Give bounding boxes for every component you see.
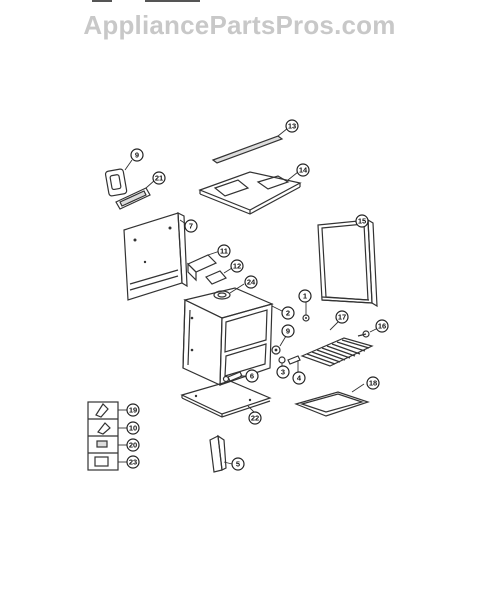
svg-text:23: 23 (129, 458, 137, 467)
callout-19: 19 (126, 403, 140, 417)
part-22-bottom-panel (180, 380, 272, 418)
svg-text:13: 13 (288, 122, 296, 131)
callout-14: 14 (296, 163, 310, 177)
callout-2: 2 (281, 306, 295, 320)
svg-text:18: 18 (369, 379, 377, 388)
part-17-rack (300, 337, 374, 367)
small-parts-box (87, 401, 119, 471)
top-rule-right (145, 0, 200, 2)
svg-text:7: 7 (189, 222, 193, 231)
callout-15: 15 (355, 214, 369, 228)
callout-9: 9 (130, 148, 144, 162)
part-12-bracket (205, 270, 227, 285)
part-21-bracket (115, 187, 151, 210)
callout-18: 18 (366, 376, 380, 390)
part-1-screw (302, 314, 310, 322)
svg-text:16: 16 (378, 322, 386, 331)
callout-13: 13 (285, 119, 299, 133)
callout-12: 12 (230, 259, 244, 273)
callout-16: 16 (375, 319, 389, 333)
callout-17: 17 (335, 310, 349, 324)
callout-20: 20 (126, 438, 140, 452)
svg-text:22: 22 (251, 414, 259, 423)
callout-23: 23 (126, 455, 140, 469)
callout-22: 22 (248, 411, 262, 425)
svg-text:11: 11 (220, 247, 228, 256)
callout-3: 3 (276, 365, 290, 379)
part-9-knob (271, 345, 281, 355)
callout-5: 5 (231, 457, 245, 471)
part-13-trim-strip (211, 135, 284, 164)
part-5-leg (209, 434, 227, 473)
part-3-spacer (278, 356, 286, 364)
main-cabinet (182, 287, 274, 386)
svg-text:10: 10 (129, 424, 137, 433)
svg-text:6: 6 (250, 372, 254, 381)
svg-text:9: 9 (286, 327, 290, 336)
svg-text:1: 1 (303, 292, 307, 301)
callout-6: 6 (245, 369, 259, 383)
svg-text:2: 2 (286, 309, 290, 318)
svg-text:15: 15 (358, 217, 366, 226)
svg-text:20: 20 (129, 441, 137, 450)
svg-text:24: 24 (247, 278, 256, 287)
svg-text:3: 3 (281, 368, 285, 377)
svg-text:21: 21 (155, 174, 163, 183)
part-15-panel (317, 218, 378, 308)
callout-7: 7 (184, 219, 198, 233)
part-4-screw (287, 355, 301, 365)
svg-text:12: 12 (233, 262, 241, 271)
part-9-handle (104, 168, 128, 197)
svg-text:9: 9 (135, 151, 139, 160)
callout-9b: 9 (281, 324, 295, 338)
svg-text:19: 19 (129, 406, 137, 415)
watermark-text: AppliancePartsPros.com (83, 10, 396, 40)
part-11-vent (186, 254, 218, 282)
svg-text:14: 14 (299, 166, 308, 175)
svg-text:4: 4 (297, 374, 302, 383)
top-rule-left (92, 0, 112, 2)
part-18-pan (294, 391, 370, 417)
part-16-clip (357, 330, 370, 338)
callout-24: 24 (244, 275, 258, 289)
callout-10: 10 (126, 421, 140, 435)
callout-11: 11 (217, 244, 231, 258)
svg-text:5: 5 (236, 460, 240, 469)
callout-1: 1 (298, 289, 312, 303)
part-14-top-panel (198, 171, 302, 215)
callout-21: 21 (152, 171, 166, 185)
svg-text:17: 17 (338, 313, 346, 322)
callout-4: 4 (292, 371, 306, 385)
part-7-side-panel (123, 212, 188, 301)
